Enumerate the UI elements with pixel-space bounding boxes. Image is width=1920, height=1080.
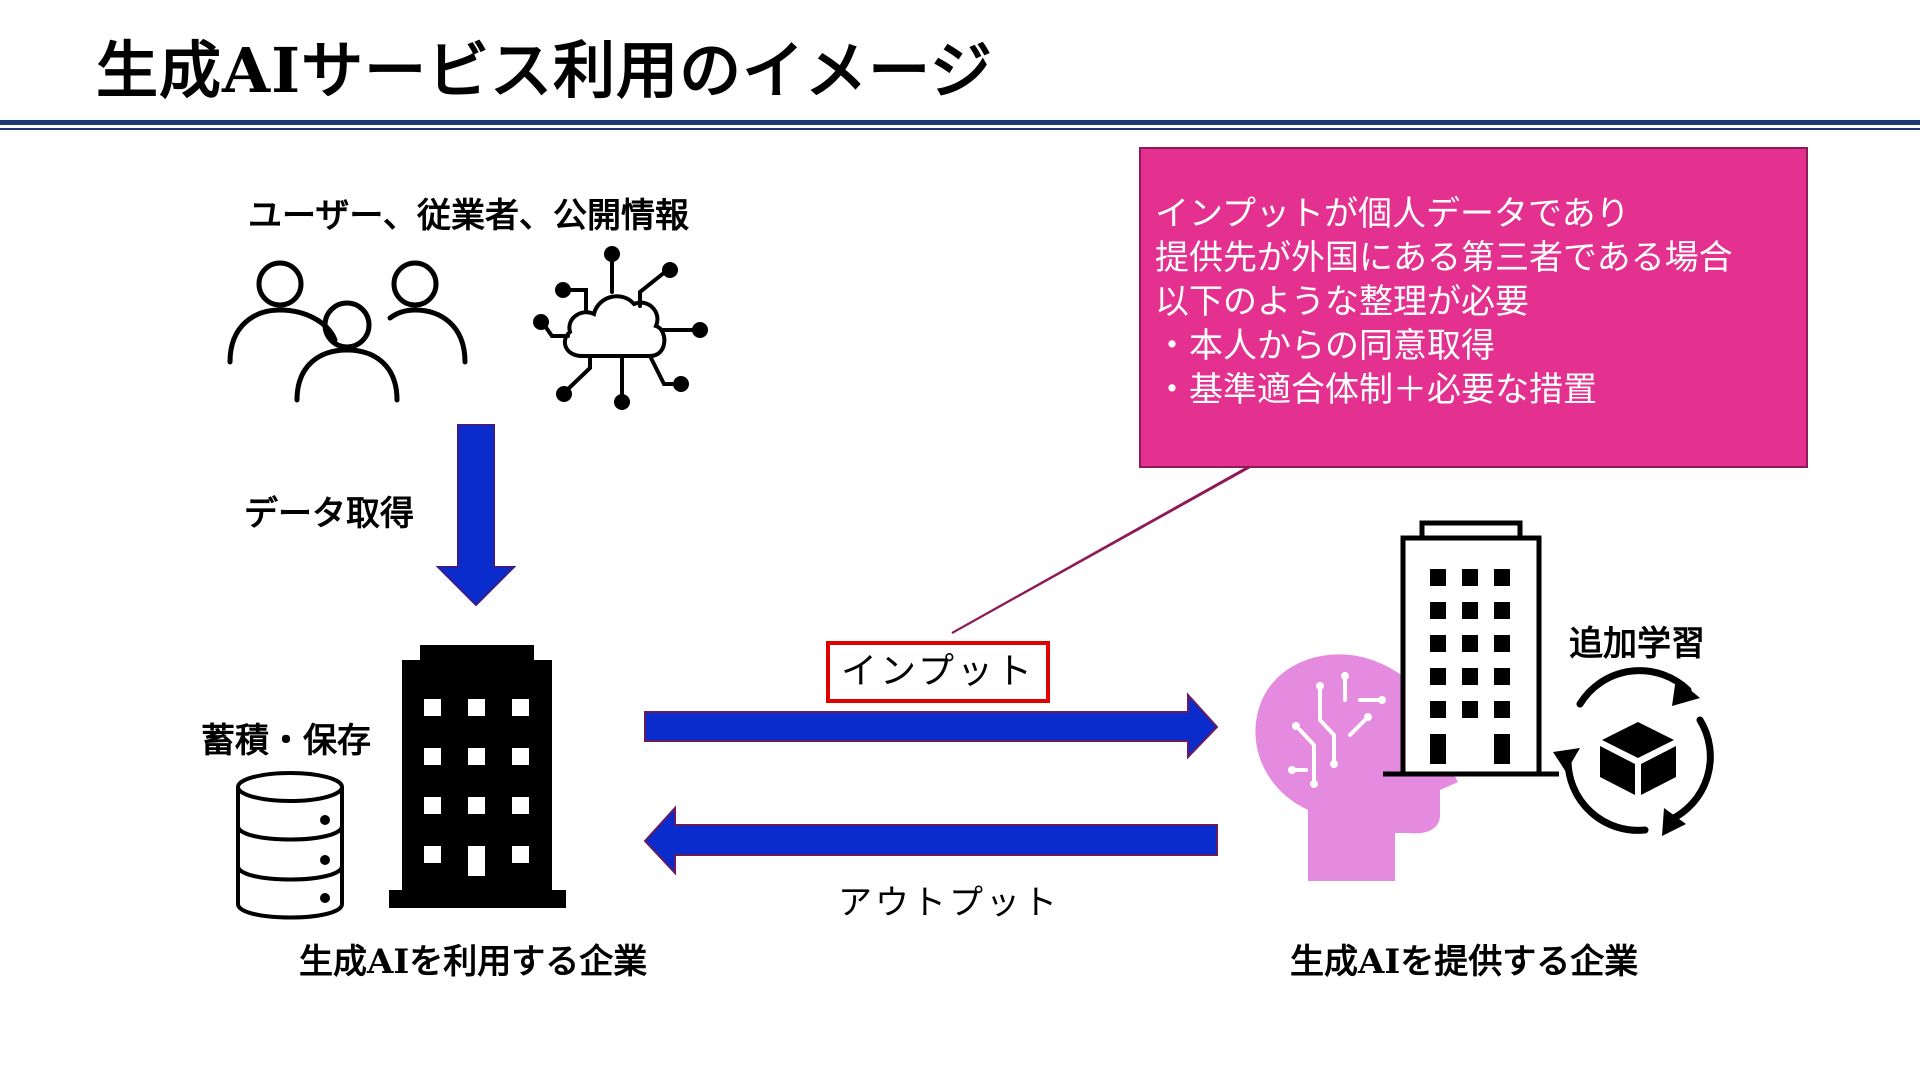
callout-line: 以下のような整理が必要 — [1155, 282, 1529, 322]
callout-line: インプットが個人データであり — [1155, 194, 1630, 234]
cycle-box-icon — [1553, 667, 1714, 836]
title-divider-thin — [0, 128, 1920, 130]
input-arrow — [644, 692, 1219, 760]
training-label: 追加学習 — [1569, 624, 1705, 664]
provider-company-label: 生成AIを提供する企業 — [1290, 942, 1639, 982]
callout-line: ・本人からの同意取得 — [1155, 326, 1495, 366]
office-building-icon — [389, 645, 566, 908]
user-company-label: 生成AIを利用する企業 — [299, 942, 648, 982]
page-title: 生成AIサービス利用のイメージ — [96, 34, 993, 107]
callout-text: インプットが個人データであり 提供先が外国にある第三者である場合 以下のような整… — [1155, 192, 1795, 412]
people-icon — [227, 260, 468, 403]
provider-building-icon — [1383, 520, 1559, 777]
input-label-box: インプット — [826, 641, 1050, 703]
data-acquisition-label: データ取得 — [244, 494, 414, 534]
output-label: アウトプット — [838, 883, 1060, 923]
title-divider — [0, 120, 1920, 125]
input-label: インプット — [841, 651, 1035, 692]
down-arrow — [435, 424, 517, 607]
store-label: 蓄積・保存 — [201, 721, 371, 761]
cloud-network-icon — [533, 246, 708, 410]
output-arrow — [643, 805, 1218, 876]
callout-line: ・基準適合体制＋必要な措置 — [1155, 370, 1597, 410]
callout-line: 提供先が外国にある第三者である場合 — [1155, 238, 1733, 278]
database-icon — [236, 771, 344, 920]
sources-label: ユーザー、従業者、公開情報 — [248, 196, 689, 236]
